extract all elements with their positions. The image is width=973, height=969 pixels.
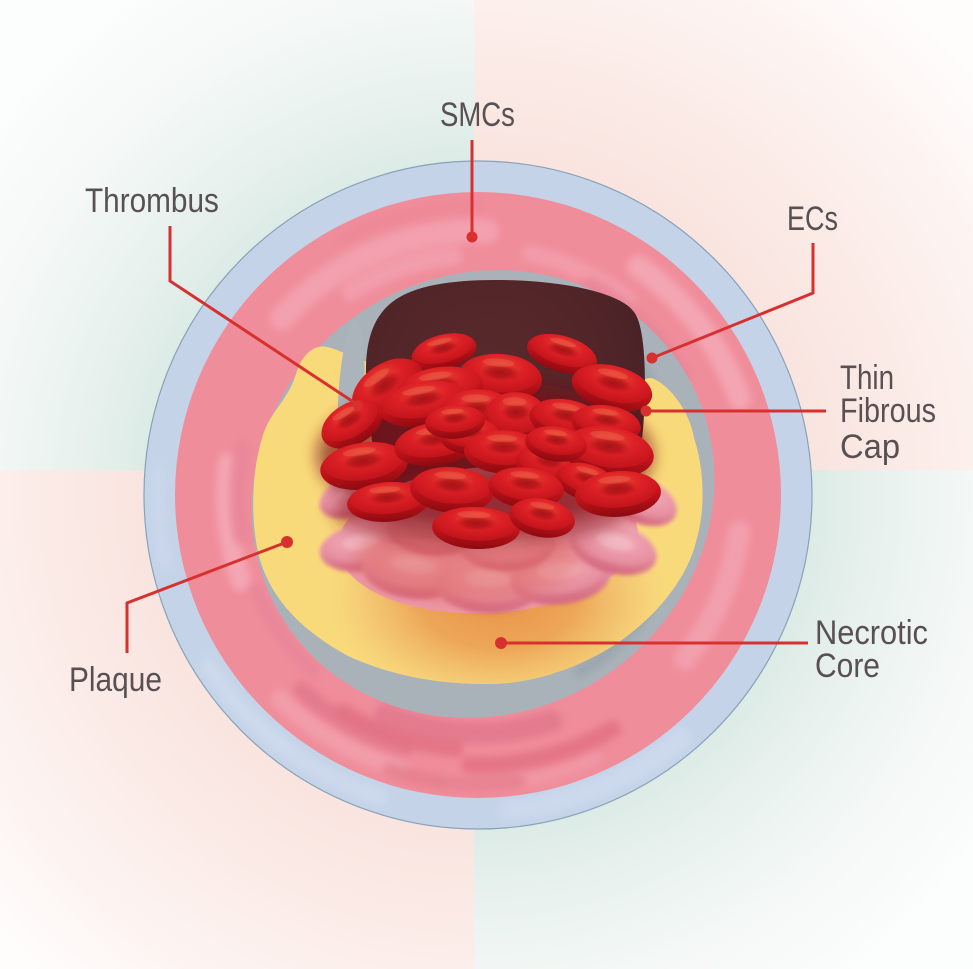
svg-text:Necrotic: Necrotic <box>815 614 928 652</box>
svg-text:SMCs: SMCs <box>440 95 515 133</box>
svg-text:Plaque: Plaque <box>69 660 162 698</box>
svg-text:Core: Core <box>815 646 880 684</box>
svg-text:Fibrous: Fibrous <box>840 391 936 430</box>
svg-text:Cap: Cap <box>840 428 900 466</box>
svg-text:Thrombus: Thrombus <box>85 181 219 219</box>
svg-text:ECs: ECs <box>787 199 838 238</box>
svg-text:Thin: Thin <box>840 358 894 396</box>
